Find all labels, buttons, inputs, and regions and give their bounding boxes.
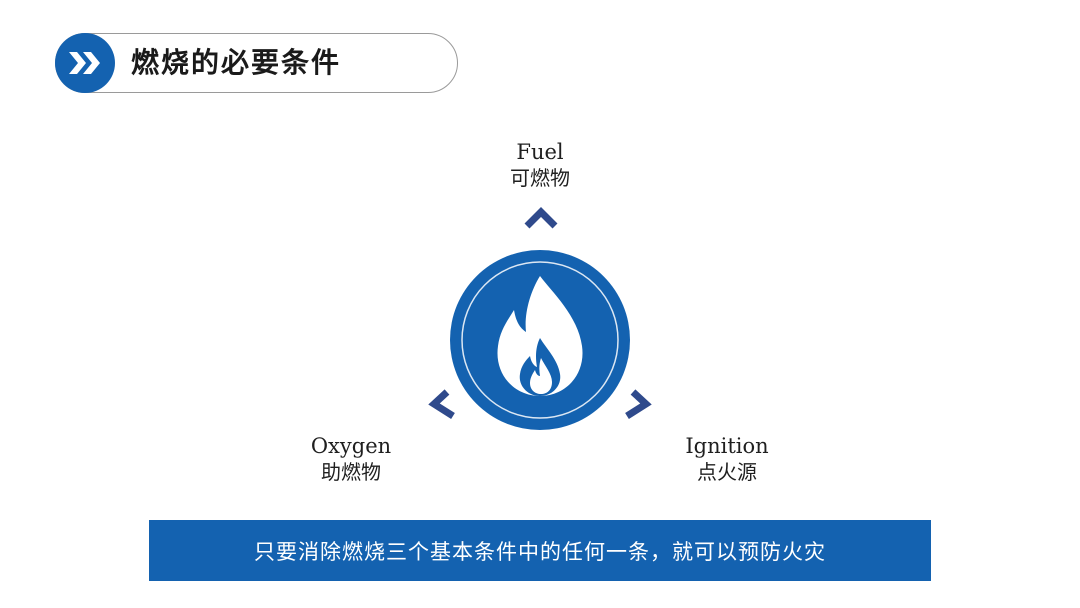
chevron-up-icon — [524, 207, 558, 229]
chevron-lower-right-icon — [625, 389, 652, 419]
oxygen-label-en: Oxygen — [310, 434, 392, 458]
oxygen-label-zh: 助燃物 — [321, 460, 381, 484]
oxygen-label: Oxygen 助燃物 — [271, 433, 431, 485]
ignition-label: Ignition 点火源 — [647, 433, 807, 485]
double-chevron-right-icon — [69, 52, 100, 74]
summary-banner: 只要消除燃烧三个基本条件中的任何一条，就可以预防火灾 — [149, 520, 931, 581]
summary-banner-text: 只要消除燃烧三个基本条件中的任何一条，就可以预防火灾 — [254, 539, 826, 564]
fuel-label-en: Fuel — [516, 140, 564, 164]
title-pill — [55, 33, 458, 93]
fuel-label: Fuel 可燃物 — [460, 139, 620, 191]
page-title: 燃烧的必要条件 — [131, 46, 342, 79]
ignition-label-en: Ignition — [685, 434, 769, 458]
center-circle-ring — [461, 261, 619, 419]
ignition-label-zh: 点火源 — [697, 460, 757, 484]
fuel-label-zh: 可燃物 — [510, 166, 570, 190]
title-badge — [55, 33, 115, 93]
chevron-lower-left-icon — [428, 389, 455, 419]
flame-icon — [497, 276, 583, 396]
